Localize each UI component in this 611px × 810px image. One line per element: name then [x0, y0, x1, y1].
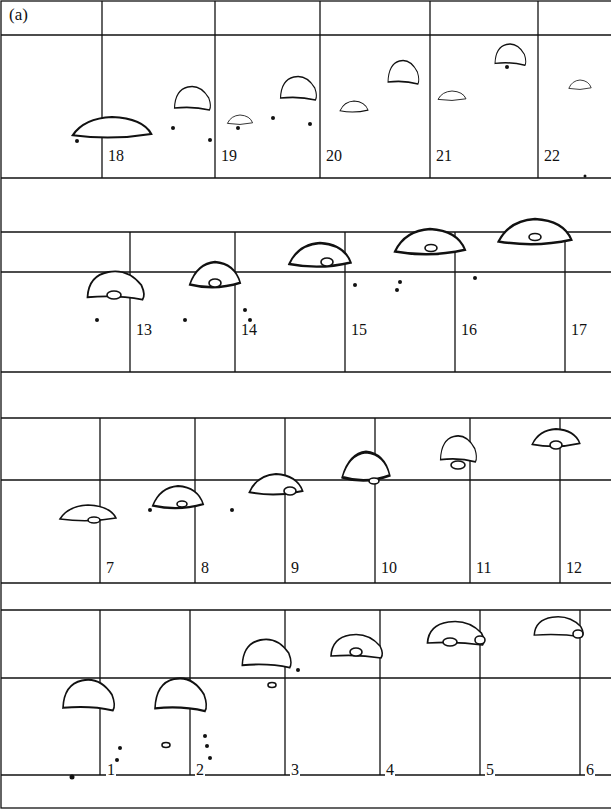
frame-number: 8 — [200, 560, 210, 576]
frame-number: 13 — [135, 322, 153, 338]
frame-number: 1 — [106, 762, 116, 778]
frame-number: 9 — [290, 560, 300, 576]
frame-number: 6 — [585, 762, 595, 778]
frame-number: 2 — [195, 762, 205, 778]
frame-number: 7 — [105, 560, 115, 576]
frame-number: 12 — [565, 560, 583, 576]
frame-number: 4 — [385, 762, 395, 778]
frame-number: 15 — [350, 322, 368, 338]
panel-label: (a) — [8, 6, 29, 23]
frame-number: 3 — [290, 762, 300, 778]
frame-number: 19 — [220, 148, 238, 164]
frame-number: 11 — [475, 560, 492, 576]
frame-number: 21 — [435, 148, 453, 164]
frame-number: 17 — [570, 322, 588, 338]
frame-number: 14 — [240, 322, 258, 338]
frame-number: 22 — [543, 148, 561, 164]
frame-number: 5 — [485, 762, 495, 778]
frame-number: 16 — [460, 322, 478, 338]
frame-number: 20 — [325, 148, 343, 164]
frame-number: 10 — [380, 560, 398, 576]
frame-number: 18 — [107, 148, 125, 164]
